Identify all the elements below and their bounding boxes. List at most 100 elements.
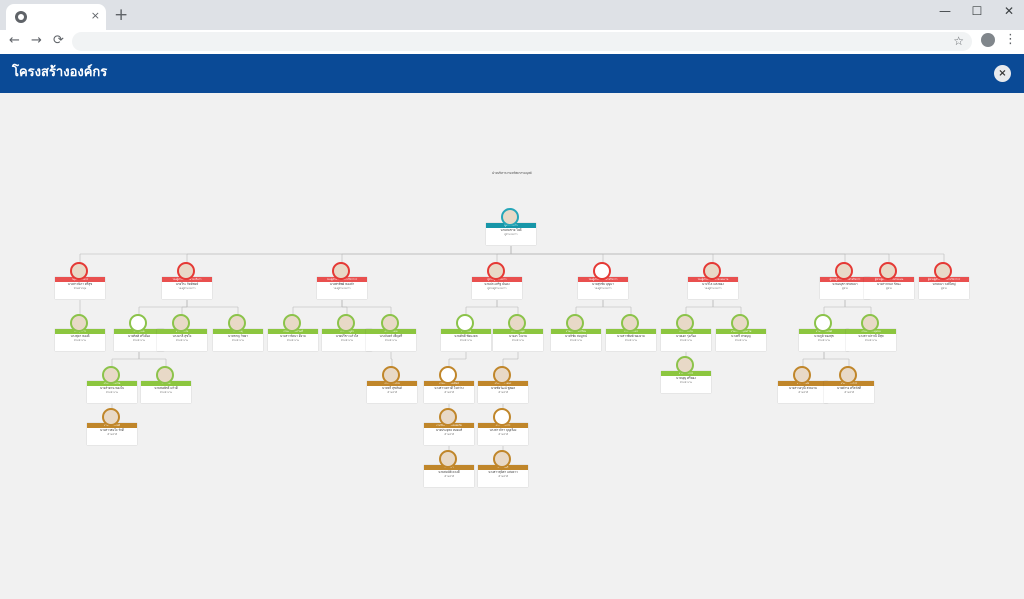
org-node[interactable]: งานรักษาความปลอดภัยนายประยุทธ ทองแท้เจ้า…	[424, 408, 474, 446]
node-position: เจ้าหน้าที่	[443, 391, 455, 394]
org-node[interactable]: งานประกันคุณภาพนางศรี สายบุญหัวหน้างาน	[716, 314, 766, 352]
avatar	[439, 450, 457, 468]
avatar	[676, 356, 694, 374]
org-node-card: ผู้ช่วยผู้อำนวยการฝ่ายกิจการนายอนุชา พรห…	[820, 277, 870, 299]
node-position: หัวหน้างาน	[231, 339, 245, 342]
avatar	[382, 366, 400, 384]
org-node[interactable]: งานสารบรรณนายทวี สุขสันต์เจ้าหน้าที่	[367, 366, 417, 404]
minimize-button[interactable]: —	[939, 4, 951, 18]
tab-close-icon[interactable]: ×	[90, 9, 100, 22]
node-person-name: นายสุรชัย บุญมา	[592, 282, 614, 286]
node-person-name: นางสาวจิรา บุญเรือง	[489, 428, 517, 432]
org-node-card: งานโภชนาการนายดำรง ศรีสวัสดิ์เจ้าหน้าที่	[824, 381, 874, 403]
node-person-name: นางสุดา ทองดี	[70, 334, 90, 338]
avatar	[839, 366, 857, 384]
org-node[interactable]: รองผู้อำนวยการฝ่ายวิชาการนางพรทิพย์ ทองค…	[317, 262, 367, 300]
org-node[interactable]: ผู้ช่วยผู้อำนวยการฝ่ายวิชาการนายธนา วงศ์…	[919, 262, 969, 300]
node-person-name: นางศรี สายบุญ	[731, 334, 751, 338]
browser-tab[interactable]: ×	[6, 4, 106, 30]
node-person-name: นางลำดวน ทองใบ	[100, 386, 124, 390]
avatar	[439, 366, 457, 384]
org-node[interactable]: งานธุรการนางสุดา ทองดีหัวหน้างาน	[55, 314, 105, 352]
org-node[interactable]: งานประชาสัมพันธ์นางสาวเยาวดี ใจสว่างเจ้า…	[424, 366, 474, 404]
org-node-card: รองผู้อำนวยการฝ่ายกิจการนายสุรชัย บุญมาร…	[578, 277, 628, 299]
node-person-name: นายวิชัย สมบูรณ์	[564, 334, 588, 338]
node-position: หัวหน้างาน	[511, 339, 525, 342]
org-node[interactable]: งานทะเบียนนางจันทร์ เพ็ญศรีหัวหน้างาน	[366, 314, 416, 352]
org-node-card: กลุ่มงานบริหารนางสาวนิภา ศรีสุขหัวหน้ากล…	[55, 277, 105, 299]
maximize-button[interactable]: ☐	[971, 4, 983, 18]
avatar	[508, 314, 526, 332]
org-node[interactable]: รองผู้อำนวยการฝ่ายกิจการนายสุรชัย บุญมาร…	[578, 262, 628, 300]
node-person-name: นายอนุชา พรหมมา	[832, 282, 858, 286]
avatar	[493, 366, 511, 384]
window-close-button[interactable]: ✕	[1003, 4, 1015, 18]
org-node[interactable]: รองผู้อำนวยการฝ่ายบริหารนายวีระ กิตติพงษ…	[162, 262, 212, 300]
node-person-name: นางสาวสมใจ รักดี	[100, 428, 124, 432]
org-node[interactable]: ผู้ช่วยผู้อำนวยการฝ่ายกิจการนายอนุชา พรห…	[820, 262, 870, 300]
org-node[interactable]: งานแผนงานนายเอก รุ่งเรืองหัวหน้างาน	[661, 314, 711, 352]
org-node-card: งานทะเบียนนางจันทร์ เพ็ญศรีหัวหน้างาน	[366, 329, 416, 351]
node-position: หัวหน้ากลุ่ม	[73, 287, 87, 290]
org-node[interactable]: ผู้ช่วยผู้อำนวยการฝ่ายแผนนางสาวกมล รัตนะ…	[864, 262, 914, 300]
back-button[interactable]: ←	[9, 33, 20, 48]
node-position: หัวหน้างาน	[73, 339, 87, 342]
bookmark-star-icon[interactable]: ☆	[953, 34, 964, 48]
org-node[interactable]: งานโภชนาการนายดำรง ศรีสวัสดิ์เจ้าหน้าที่	[824, 366, 874, 404]
org-node-card: งานอาคารสถานที่นางสาวรัตนา ดีงามหัวหน้าง…	[268, 329, 318, 351]
org-node[interactable]: งานกีฬานายสมบัติ ดวงดีเจ้าหน้าที่	[424, 450, 474, 488]
org-node[interactable]: งานบุคคลนายกิตติ ศรีเมืองหัวหน้างาน	[114, 314, 164, 352]
org-node[interactable]: งานกิจการนักเรียนนายวิชัย สมบูรณ์หัวหน้า…	[551, 314, 601, 352]
org-node[interactable]: งานเทคโนโลยีนางสาวสมใจ รักดีเจ้าหน้าที่	[87, 408, 137, 446]
avatar	[621, 314, 639, 332]
profile-avatar-icon[interactable]	[981, 33, 995, 47]
new-tab-button[interactable]: +	[114, 5, 129, 25]
avatar	[283, 314, 301, 332]
org-node[interactable]: งานสัมพันธ์ชุมชนนางสาวปราณี มีสุขหัวหน้า…	[846, 314, 896, 352]
forward-button[interactable]: →	[31, 33, 42, 48]
address-bar[interactable]: ☆	[72, 32, 972, 51]
node-position: เจ้าหน้าที่	[443, 475, 455, 478]
org-node[interactable]: ผู้อำนวยการนายสมชาย ใจดีผู้อำนวยการ	[486, 208, 536, 246]
node-person-name: นายสมชาย ใจดี	[500, 228, 522, 232]
avatar	[70, 262, 88, 280]
node-position: หัวหน้างาน	[624, 339, 638, 342]
node-person-name: นายปรีชา แก้วใส	[335, 334, 359, 338]
org-node[interactable]: งานสวัสดิการนางสาวจิรา บุญเรืองเจ้าหน้าท…	[478, 408, 528, 446]
node-person-name: นายบุญ ศรีทอง	[676, 376, 696, 380]
node-person-name: นายกิตติ ศรีเมือง	[128, 334, 150, 338]
org-node[interactable]: รองผู้อำนวยการฝ่ายแผนงานนางวิไล แสงทองรอ…	[688, 262, 738, 300]
node-position: หัวหน้างาน	[864, 339, 878, 342]
avatar	[676, 314, 694, 332]
avatar	[129, 314, 147, 332]
node-position: เจ้าหน้าที่	[106, 433, 118, 436]
reload-button[interactable]: ⟳	[53, 33, 64, 48]
avatar	[456, 314, 474, 332]
browser-menu-button[interactable]: ⋮	[1004, 32, 1017, 47]
org-node-card: งานรักษาความปลอดภัยนายประยุทธ ทองแท้เจ้า…	[424, 423, 474, 445]
org-node[interactable]: งานอาคารสถานที่นางสาวรัตนา ดีงามหัวหน้าง…	[268, 314, 318, 352]
org-node[interactable]: งานสารสนเทศนายภูมิ ทองสุขหัวหน้างาน	[799, 314, 849, 352]
node-person-name: นางสาวปราณี มีสุข	[858, 334, 884, 338]
org-node-card: ผู้ช่วยผู้อำนวยการฝ่ายวิชาการนายธนา วงศ์…	[919, 277, 969, 299]
avatar	[835, 262, 853, 280]
close-button[interactable]: ×	[994, 65, 1011, 82]
org-node[interactable]: กลุ่มงานบริหารนางสาวนิภา ศรีสุขหัวหน้ากล…	[55, 262, 105, 300]
org-node[interactable]: งานวิจัยนายสมศักดิ์ แก้วดีหัวหน้างาน	[141, 366, 191, 404]
org-node-card: งานธุรการนางสุดา ทองดีหัวหน้างาน	[55, 329, 105, 351]
